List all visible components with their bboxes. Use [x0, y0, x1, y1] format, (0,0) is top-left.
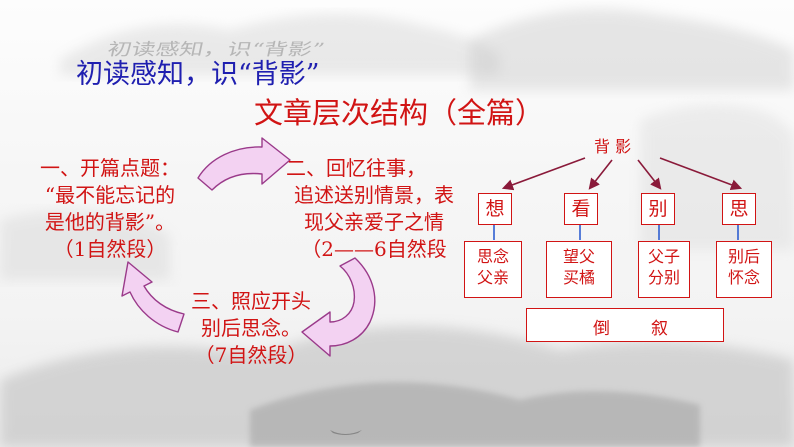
part-two-line: 二、回忆往事，	[286, 156, 426, 180]
detail-line: 望父	[562, 247, 595, 266]
part-two-line: （2——6自然段	[301, 237, 447, 261]
part-one-line: 是他的背影”。	[44, 210, 176, 234]
mountain-top-right	[470, 8, 794, 90]
detail-line: 买橘	[562, 268, 595, 287]
detail-line: 父亲	[476, 268, 509, 287]
tree-arrow-to-xiang	[501, 157, 586, 191]
mountain-bottom-dark	[250, 382, 700, 447]
curved-arrow-top	[197, 137, 291, 191]
detail-line: 思念	[476, 247, 509, 266]
boat-silhouette	[330, 430, 362, 435]
node-si: 思	[722, 193, 756, 225]
part-three-text: 三、照应开头 别后思念。 （7自然段）	[176, 288, 326, 369]
detail-line: 父子	[647, 247, 680, 266]
detail-line: 分别	[647, 268, 680, 287]
detail-line: 别后	[727, 247, 760, 266]
part-one-text: 一、开篇点题： “最不能忘记的 是他的背影”。 （1自然段）	[30, 155, 190, 263]
detail-line: 怀念	[727, 268, 760, 287]
part-three-line: 三、照应开头	[191, 289, 311, 313]
detail-kan: 望父 买橘	[546, 241, 612, 298]
part-three-line: （7自然段）	[194, 343, 308, 367]
part-two-text: 二、回忆往事， 追述送别情景，表 现父亲爱子之情 （2——6自然段	[276, 155, 472, 263]
page-title: 初读感知，识“背影”	[76, 59, 320, 90]
tree-arrow-to-kan	[588, 159, 613, 190]
curved-arrow-right	[301, 257, 376, 357]
detail-si: 别后 怀念	[716, 241, 772, 298]
node-bie: 别	[641, 193, 675, 225]
part-two-line: 现父亲爱子之情	[304, 210, 444, 234]
detail-xiang: 思念 父亲	[464, 241, 522, 298]
flashback-box: 倒 叙	[526, 308, 724, 342]
flashback-char-left: 倒	[593, 319, 610, 339]
curved-arrow-left	[121, 261, 185, 333]
flashback-char-right: 叙	[651, 319, 668, 339]
part-one-line: （1自然段）	[53, 237, 167, 261]
node-kan: 看	[564, 193, 598, 225]
part-one-line: “最不能忘记的	[44, 183, 176, 207]
part-one-line: 一、开篇点题：	[40, 156, 180, 180]
mountain-top-left	[60, 13, 500, 75]
detail-bie: 父子 分别	[638, 241, 690, 298]
part-two-line: 追述送别情景，表	[294, 183, 454, 207]
page-subtitle: 文章层次结构（全篇）	[254, 96, 545, 130]
part-three-line: 别后思念。	[201, 316, 301, 340]
tree-arrow-to-bie	[637, 159, 662, 190]
node-xiang: 想	[478, 193, 512, 225]
tree-arrow-to-si	[659, 157, 743, 191]
structure-root-label: 背 影	[594, 137, 632, 156]
